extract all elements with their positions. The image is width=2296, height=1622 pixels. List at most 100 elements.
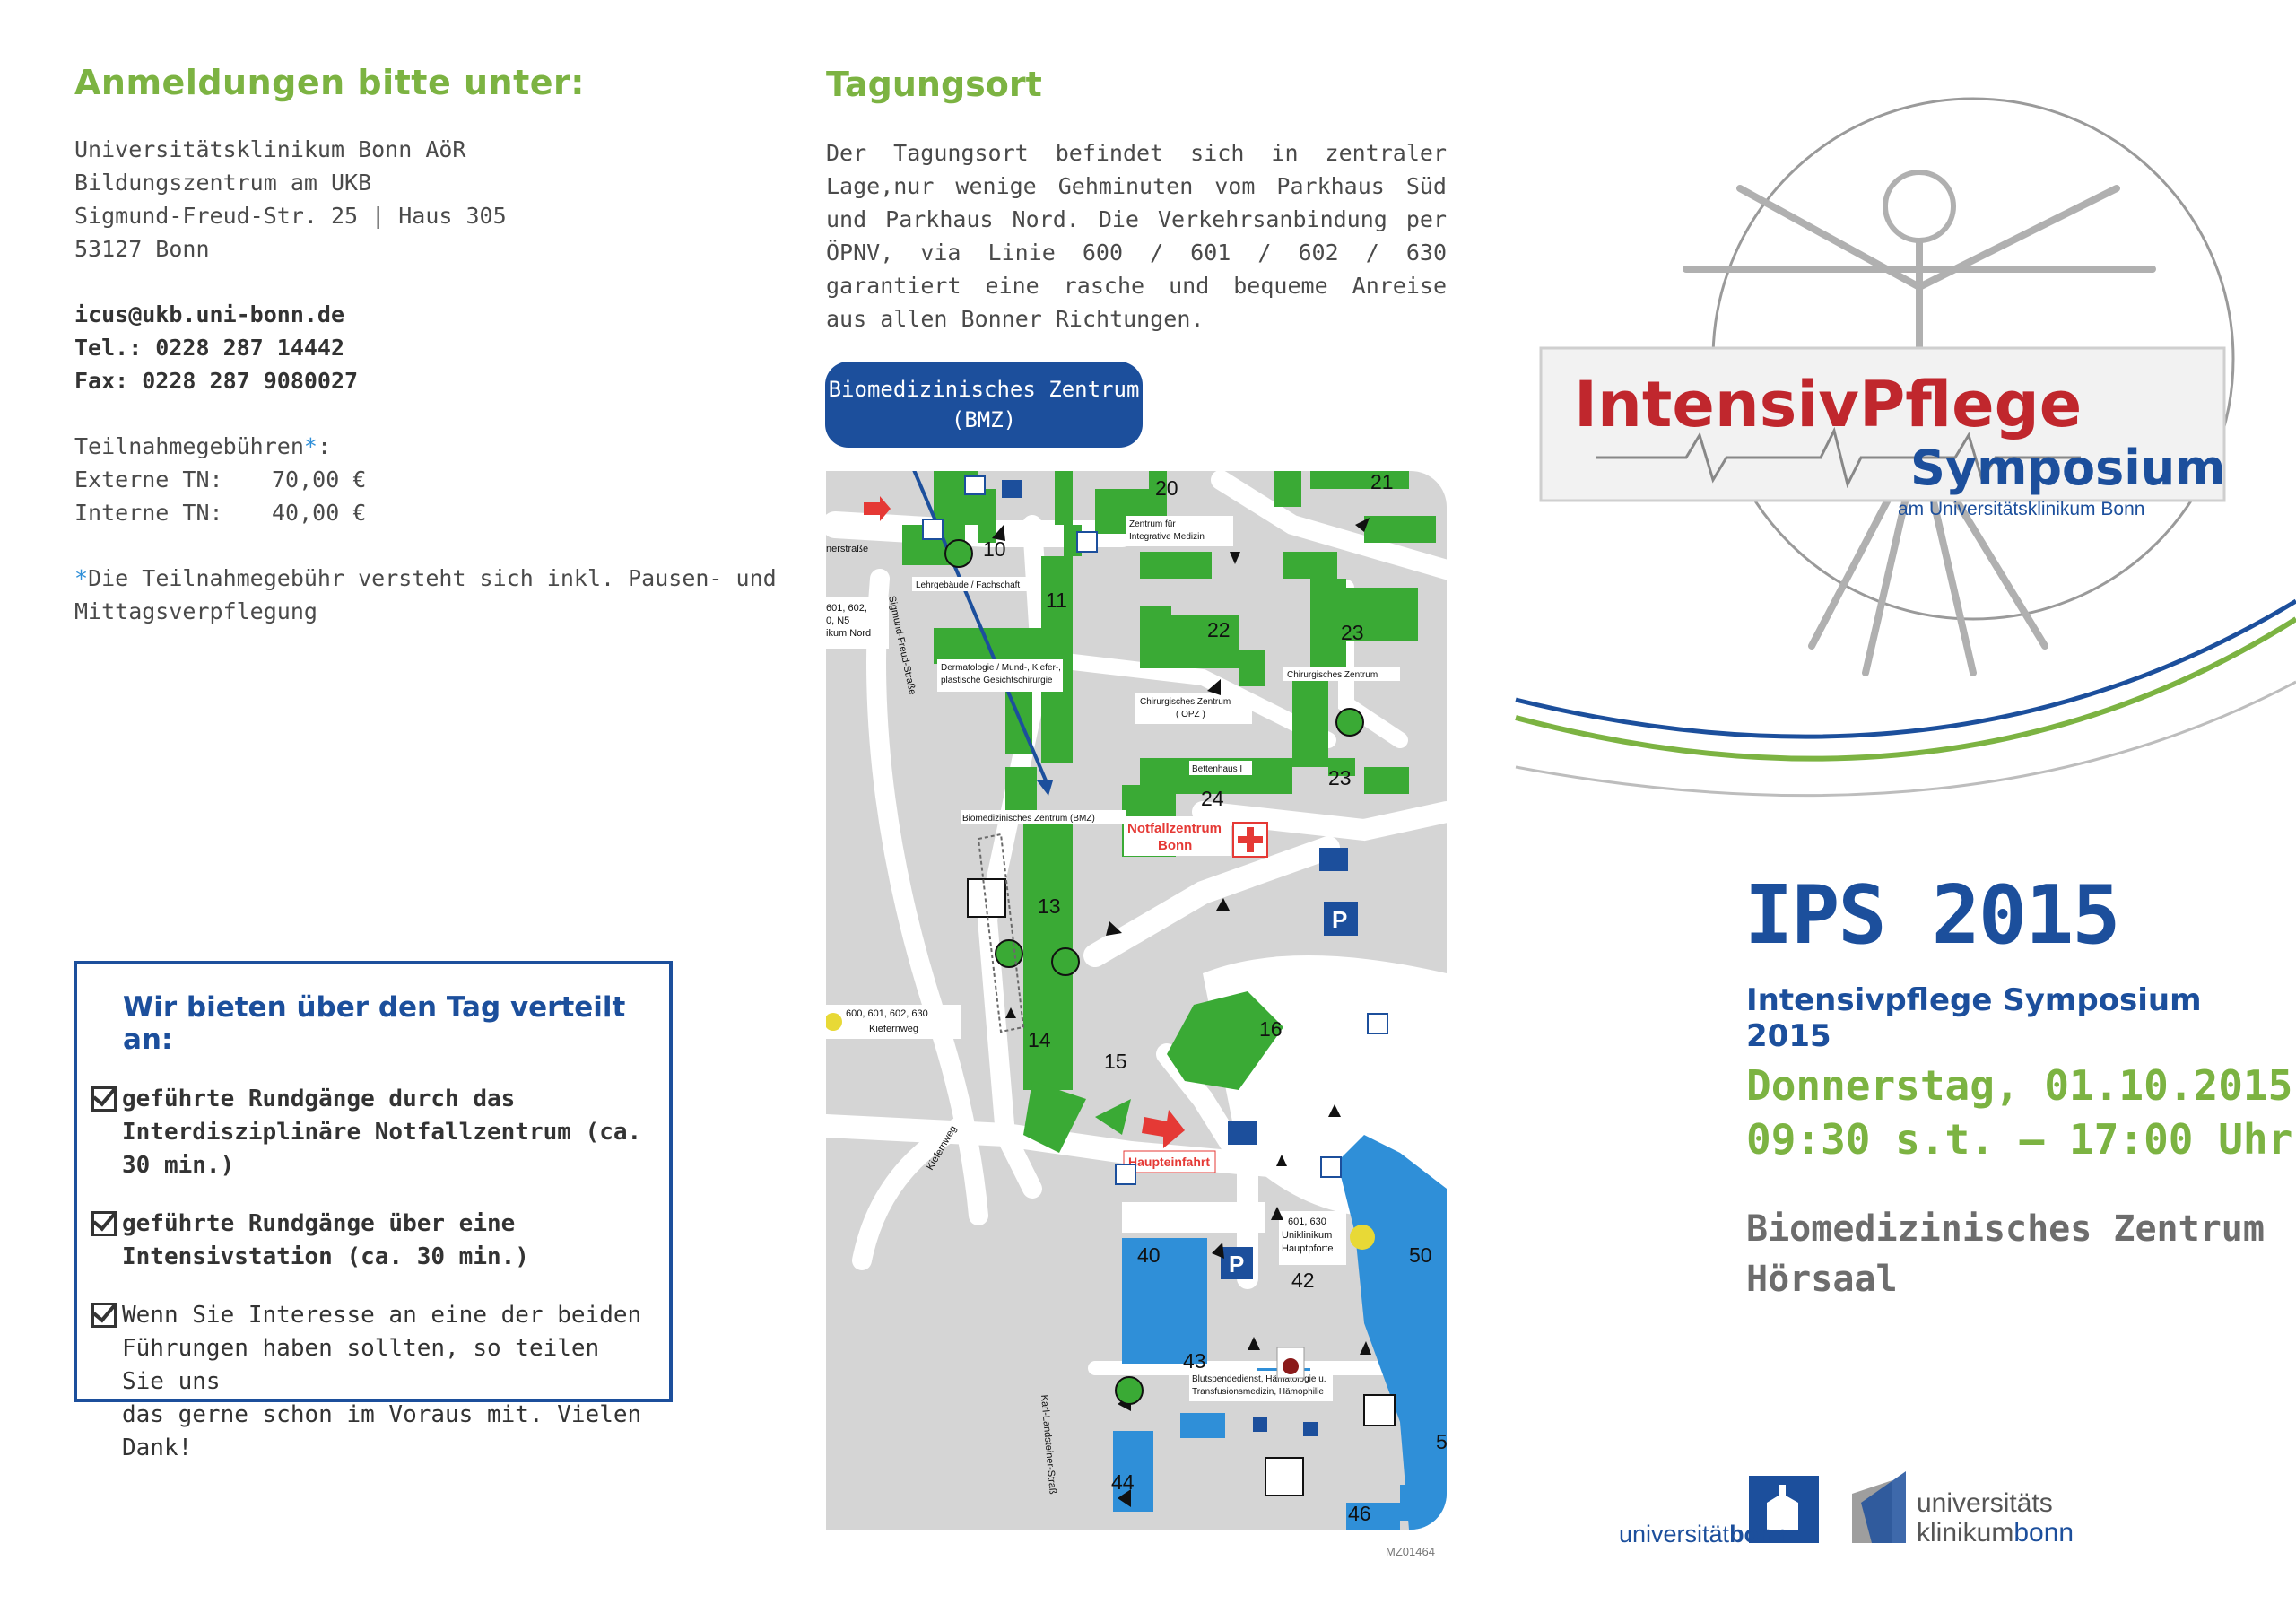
building-number: 23 xyxy=(1328,766,1352,789)
notfall-line: Notfallzentrum xyxy=(1127,821,1222,836)
building-number: 50 xyxy=(1409,1243,1432,1267)
grey-swoosh xyxy=(1515,680,2296,798)
building-label: Dermatologie / Mund-, Kiefer-, xyxy=(941,663,1061,673)
offer-heading: Wir bieten über den Tag verteilt an: xyxy=(123,991,626,1056)
street-label: Karl-Landsteiner-Straß xyxy=(1039,1394,1058,1495)
bus-label: 600, 601, 602, 630 xyxy=(846,1008,928,1019)
heliport-icons xyxy=(944,539,1364,1405)
parking-icons: P P xyxy=(1002,480,1358,1436)
bmz-pointer-head xyxy=(1037,780,1053,796)
offer-line: Intensivstation (ca. 30 min.) xyxy=(122,1243,529,1270)
building-number: 16 xyxy=(1259,1017,1283,1041)
building-label: Zentrum für xyxy=(1129,519,1176,529)
bus-label: Kiefernweg xyxy=(869,1024,918,1034)
logo-banner xyxy=(1539,346,2226,502)
green-swoosh xyxy=(1515,616,2296,762)
fees-asterisk: * xyxy=(303,433,317,459)
ukb-logo-text-a: universitäts xyxy=(1917,1488,2053,1518)
offer-item: geführte Rundgänge über eine Intensivsta… xyxy=(91,1208,642,1274)
registration-column: Anmeldungen bitte unter: Universitätskli… xyxy=(74,63,777,628)
offer-line: Wenn Sie Interesse an eine der beiden xyxy=(122,1302,642,1329)
bmz-callout-line: Biomedizinisches Zentrum xyxy=(828,377,1140,402)
venue-column: Tagungsort Der Tagungsort befindet sich … xyxy=(826,65,1447,336)
building-number: 5 xyxy=(1436,1430,1447,1453)
event-title: IPS 2015 xyxy=(1744,868,2120,963)
building-label: plastische Gesichtschirurgie xyxy=(941,676,1053,685)
fees-colon: : xyxy=(317,433,331,459)
haupteinfahrt-text: Haupteinfahrt xyxy=(1128,1155,1210,1169)
bus-label: Uniklinikum xyxy=(1282,1230,1332,1241)
uni-logo-text-a: universität xyxy=(1619,1521,1730,1543)
address-line: 53127 Bonn xyxy=(74,236,210,262)
building-number: 23 xyxy=(1341,621,1364,644)
offer-line: das gerne schon im Voraus mit. Vielen Da… xyxy=(122,1401,642,1461)
building-number: 13 xyxy=(1038,894,1061,918)
fee-value: 70,00 € xyxy=(272,467,367,493)
ukb-logo-text-b2: bonn xyxy=(2013,1518,2074,1548)
venue-line: Hörsaal xyxy=(1746,1259,1898,1300)
event-time: 09:30 s.t. – 17:00 Uhr xyxy=(1746,1115,2293,1164)
phone-number: Tel.: 0228 287 14442 xyxy=(74,335,345,361)
address-line: Bildungszentrum am UKB xyxy=(74,170,372,196)
entry-arrow-icon xyxy=(864,496,891,521)
svg-text:P: P xyxy=(1332,906,1347,933)
event-datetime: Donnerstag, 01.10.2015 09:30 s.t. – 17:0… xyxy=(1746,1059,2292,1166)
offer-item: geführte Rundgänge durch das Interdiszip… xyxy=(91,1083,642,1182)
registration-address: Universitätsklinikum Bonn AöR Bildungsze… xyxy=(74,133,702,266)
bus-stop-kiefernweg: 600, 601, 602, 630 Kiefernweg xyxy=(826,1005,961,1039)
bus-label: 601, 602, xyxy=(826,603,867,614)
fee-value: 40,00 € xyxy=(272,500,367,526)
building-number: 10 xyxy=(983,537,1006,561)
building-number: 15 xyxy=(1104,1050,1127,1073)
info-icons xyxy=(922,475,1388,1185)
haupteinfahrt-label: Haupteinfahrt xyxy=(1123,1150,1216,1173)
email-link[interactable]: icus@ukb.uni-bonn.de xyxy=(74,301,345,327)
ecg-line xyxy=(1596,426,2081,489)
entrance-markers xyxy=(992,518,1387,1507)
offer-item: Wenn Sie Interesse an eine der beiden Fü… xyxy=(91,1299,642,1465)
ukb-logo-text-b1: klinikum xyxy=(1917,1518,2013,1548)
street-label: Sigmund-Freud-Straße xyxy=(886,595,918,696)
venue-line: Biomedizinisches Zentrum xyxy=(1746,1208,2265,1250)
bmz-callout-line: (BMZ) xyxy=(951,407,1017,432)
checkbox-icon xyxy=(91,1086,117,1112)
campus-map[interactable]: P P 10 11 11 13 14 15 16 20 21 22 23 23 … xyxy=(826,471,1447,1530)
universitaetsklinikum-bonn-logo: universitäts klinikumbonn xyxy=(1852,1462,2103,1548)
checkbox-icon xyxy=(91,1303,117,1328)
universitaet-bonn-logo: universitätbonn xyxy=(1619,1476,1825,1548)
building-number: 21 xyxy=(1370,471,1394,493)
svg-text:P: P xyxy=(1229,1251,1244,1278)
checkbox-icon xyxy=(91,1211,117,1236)
offer-line: geführte Rundgänge über eine xyxy=(122,1210,516,1237)
building-label: Chirurgisches Zentrum xyxy=(1140,697,1231,707)
notfall-label: Notfallzentrum Bonn xyxy=(1124,816,1231,856)
logo-word1: IntensivPflege xyxy=(1574,368,2082,441)
building-number: 24 xyxy=(1201,787,1224,810)
logo-sub: am Universitätsklinikum Bonn xyxy=(1898,499,2144,519)
note-line: Die Teilnahmegebühr versteht sich inkl. … xyxy=(88,565,777,591)
map-code: MZ01464 xyxy=(1386,1545,1435,1558)
bus-stop-main: 601, 630 Uniklinikum Hauptpforte xyxy=(1279,1211,1375,1265)
building-label: Lehrgebäude / Fachschaft xyxy=(916,580,1020,590)
building-label: Blutspendedienst, Hämatologie u. xyxy=(1192,1374,1326,1384)
logo-svg: IntensivPflege Symposium am Universitäts… xyxy=(1515,97,2296,798)
main-entry-arrow-icon xyxy=(1142,1110,1185,1148)
note-asterisk: * xyxy=(74,565,89,591)
note-line: Mittagsverpflegung xyxy=(74,598,317,624)
fee-row-internal: Interne TN:40,00 € xyxy=(74,496,702,529)
fees-block: Teilnahmegebühren*: Externe TN:70,00 € I… xyxy=(74,430,702,529)
event-subtitle: Intensivpflege Symposium 2015 xyxy=(1746,982,2202,1054)
blood-drop-icon xyxy=(1276,1347,1305,1379)
bus-label: Hauptpforte xyxy=(1282,1243,1333,1254)
symposium-logo: IntensivPflege Symposium am Universitäts… xyxy=(1507,63,2296,798)
fee-row-external: Externe TN:70,00 € xyxy=(74,463,702,496)
street-label: nerstraße xyxy=(826,544,868,554)
building-number: 20 xyxy=(1155,476,1178,500)
fees-note: *Die Teilnahmegebühr versteht sich inkl.… xyxy=(74,562,777,628)
bus-label: ikum Nord xyxy=(826,628,871,639)
building-number: 42 xyxy=(1292,1269,1315,1292)
uni-logo-text-b: bonn xyxy=(1729,1521,1788,1543)
logo-word2: Symposium xyxy=(1910,440,2225,496)
svg-text:klinikumbonn: klinikumbonn xyxy=(1917,1518,2074,1548)
address-line: Sigmund-Freud-Str. 25 | Haus 305 xyxy=(74,203,507,229)
